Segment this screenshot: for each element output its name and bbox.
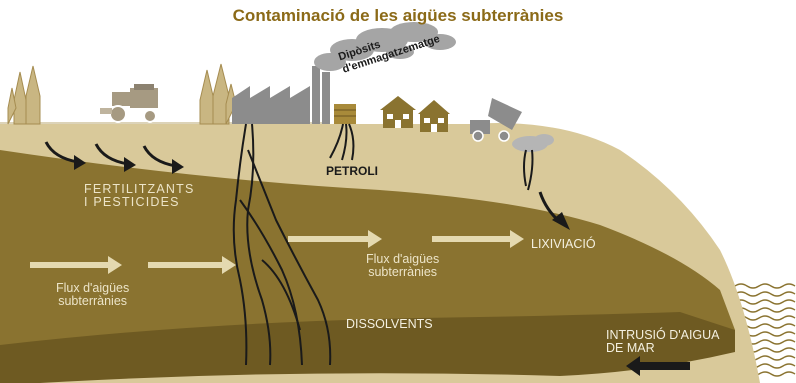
label-intrusio: INTRUSIÓ D'AIGUA DE MAR <box>606 329 720 355</box>
label-lixiviacio: LIXIVIACIÓ <box>531 237 596 251</box>
label-flux-left: Flux d'aigües subterrànies <box>56 282 129 308</box>
label-flux-mid-line2: subterrànies <box>368 265 438 279</box>
bedrock-band <box>40 352 760 383</box>
factory-icon <box>232 66 330 124</box>
waste-pile-icon <box>512 134 554 152</box>
label-dissolvents: DISSOLVENTS <box>346 317 433 331</box>
house-icon-1 <box>380 96 416 128</box>
label-flux-left-line2: subterrànies <box>58 294 128 308</box>
fertilizer-arrowheads <box>74 155 184 174</box>
label-intrusio-line1: INTRUSIÓ D'AIGUA <box>606 328 720 342</box>
diagram-title: Contaminació de les aigües subterrànies <box>232 6 564 25</box>
label-flux-left-line1: Flux d'aigües <box>56 281 130 295</box>
label-flux-mid-line1: Flux d'aigües <box>366 252 440 266</box>
leachate-arrow-icon <box>538 191 570 230</box>
smoke-cloud-icon <box>314 22 456 71</box>
leachate-seepage <box>523 149 534 191</box>
storage-tank-icon <box>334 104 356 124</box>
deep-layer <box>0 312 735 383</box>
label-fertilitzants-line1: FERTILITZANTS <box>84 182 195 196</box>
tree-group-middle-icon <box>199 63 237 125</box>
label-fertilitzants: FERTILITZANTS I PESTICIDES <box>84 183 195 209</box>
tractor-icon <box>100 84 158 123</box>
dissolvent-cracks <box>232 123 332 366</box>
house-icon-2 <box>418 100 450 132</box>
dump-truck-icon <box>470 98 522 142</box>
tree-group-left-icon <box>7 65 41 125</box>
label-petroli: PETROLI <box>326 164 379 178</box>
sea-intrusion-arrow-icon <box>626 356 690 376</box>
label-fertilitzants-line2: I PESTICIDES <box>84 195 180 209</box>
label-flux-mid: Flux d'aigües subterrànies <box>366 253 439 279</box>
flow-arrows <box>30 230 524 274</box>
label-intrusio-line2: DE MAR <box>606 341 655 355</box>
petroli-seepage <box>329 123 355 161</box>
